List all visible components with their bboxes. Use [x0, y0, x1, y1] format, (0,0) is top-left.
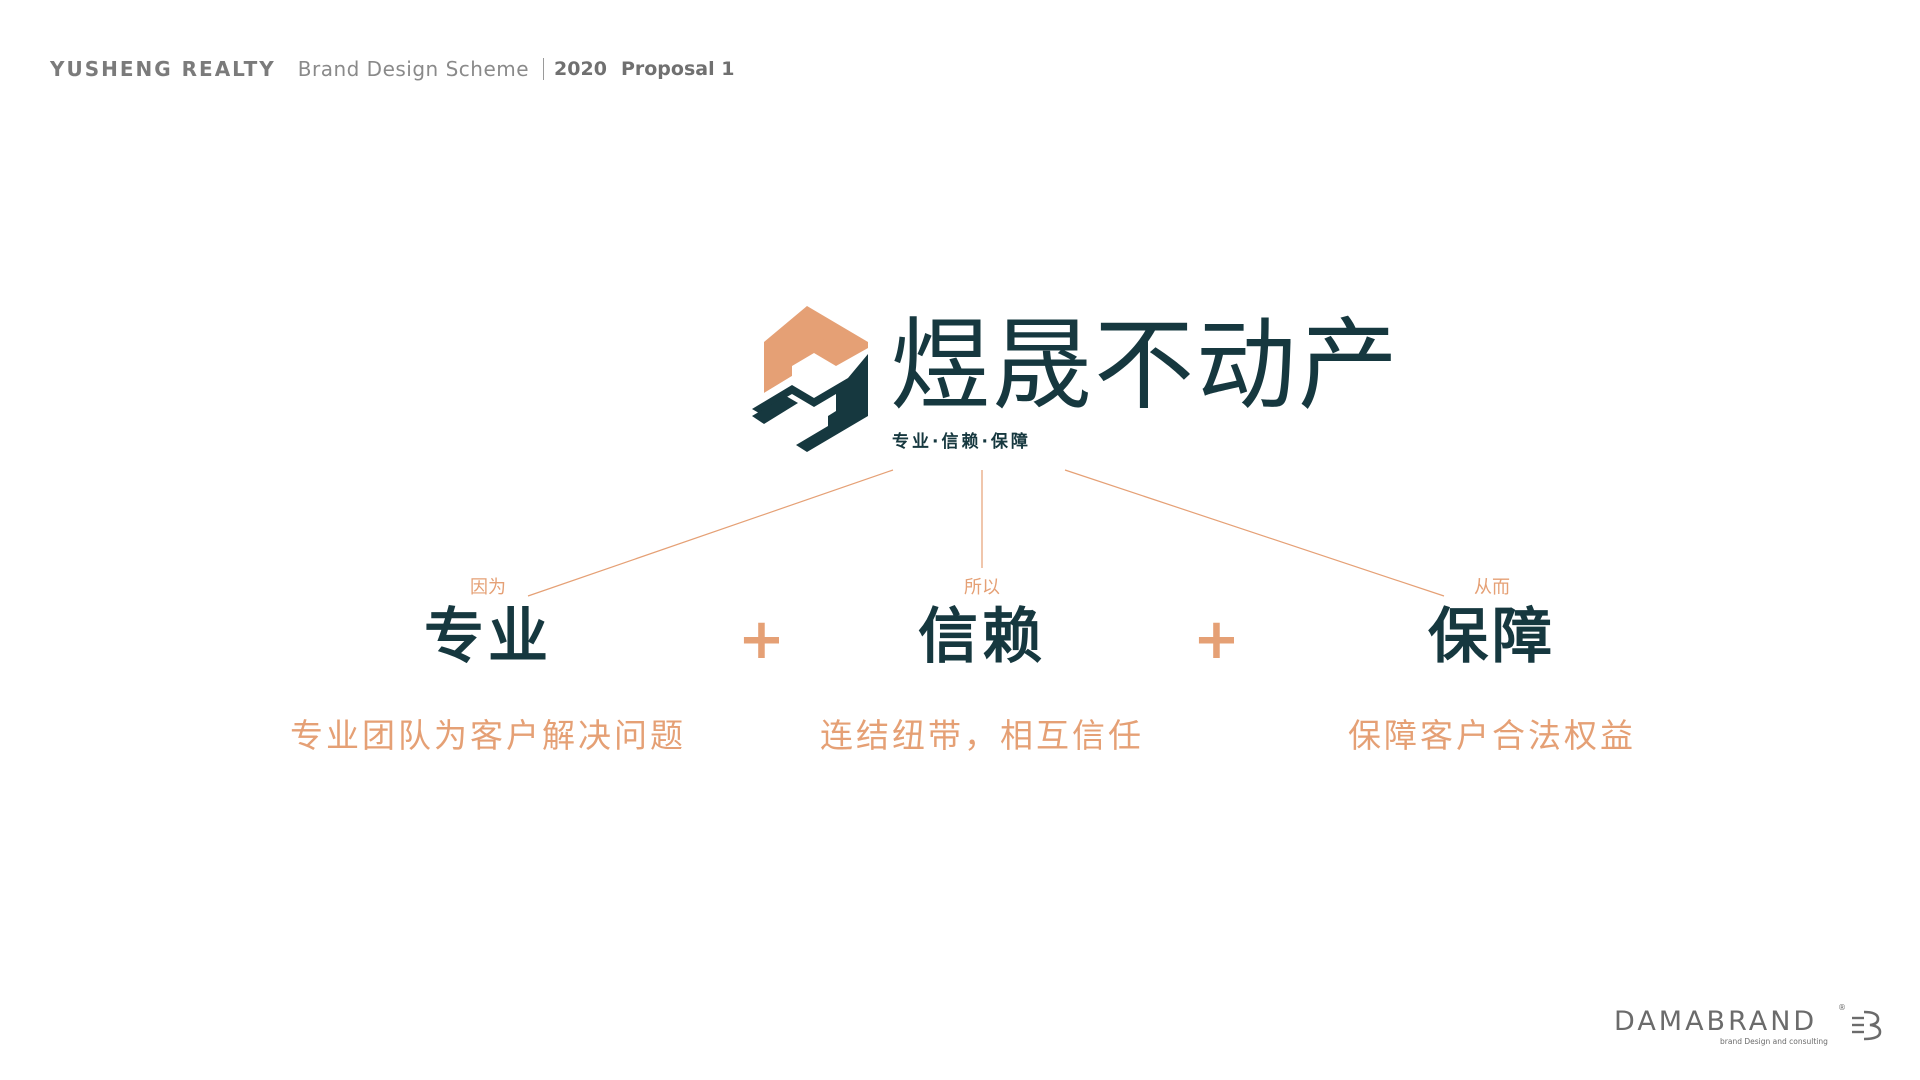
- pillar-professional: 因为 专业 专业团队为客户解决问题: [228, 576, 748, 756]
- pillar-title: 专业: [424, 602, 552, 672]
- pillar-description: 连结纽带，相互信任: [820, 716, 1144, 755]
- pillar-protection: 从而 保障 保障客户合法权益: [1232, 576, 1752, 756]
- header-scheme: Brand Design Scheme: [297, 57, 530, 81]
- page-header: YUSHENG REALTY Brand Design Scheme 2020 …: [50, 54, 734, 84]
- logo-wordmark: 煜晟不动产: [890, 307, 1400, 424]
- logo-tagline: 专业·信赖·保障: [892, 432, 1031, 452]
- pillar-connector-word: 从而: [1474, 577, 1510, 598]
- pillar-title: 保障: [1428, 602, 1556, 672]
- plus-icon: +: [1193, 607, 1240, 672]
- header-divider: [543, 58, 545, 80]
- footer-subtitle: brand Design and consulting: [1720, 1037, 1828, 1046]
- pillar-description: 保障客户合法权益: [1348, 716, 1636, 755]
- header-proposal: Proposal 1: [620, 58, 735, 80]
- header-brand: YUSHENG REALTY: [50, 57, 276, 81]
- pillar-title: 信赖: [918, 602, 1046, 672]
- registered-mark: ®: [1838, 1003, 1846, 1012]
- pillar-trust: 所以 信赖 连结纽带，相互信任: [722, 576, 1242, 756]
- footer-logo: DAMABRAND ® brand Design and consulting: [1614, 1003, 1894, 1057]
- pillar-connector-word: 因为: [470, 577, 506, 598]
- footer-brand: DAMABRAND: [1614, 1006, 1818, 1037]
- pillar-connector-word: 所以: [964, 577, 1000, 598]
- pillar-description: 专业团队为客户解决问题: [290, 716, 686, 755]
- dama-b-icon: [1852, 1010, 1882, 1041]
- plus-icon: +: [738, 607, 785, 672]
- header-year: 2020: [554, 58, 607, 80]
- hexagon-s-logo-icon: [752, 306, 868, 452]
